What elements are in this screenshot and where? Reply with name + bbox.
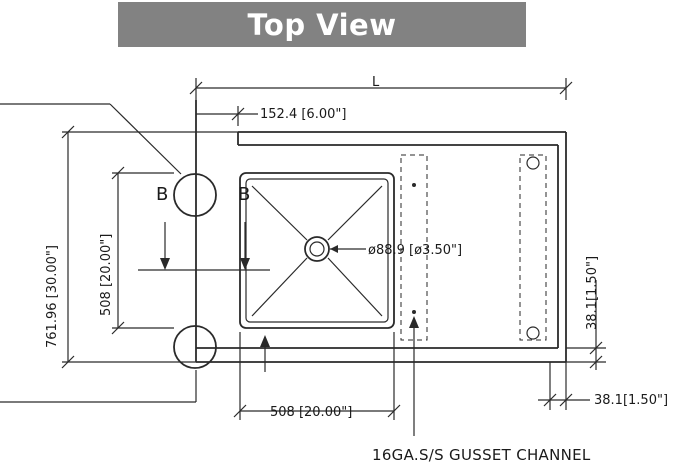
drain-label: ø88.9 [ø3.50"] [368,243,462,258]
rim-height-label: 38.1[1.50"] [585,256,600,330]
section-circles [0,103,217,403]
overall-depth-label: 761.96 [30.00"] [45,245,60,348]
gusset-channel-left [400,154,428,341]
bowl-width-dimension [233,332,401,420]
title-banner: Top View [118,2,526,47]
section-arrows [138,222,270,271]
backsplash-label: 152.4 [6.00"] [260,107,346,122]
gusset-leader [409,316,419,436]
rim-width-label: 38.1[1.50"] [594,393,668,408]
section-marker-right: B [238,184,250,205]
bowl-depth-dimension [111,166,174,335]
backsplash-dimension [196,106,258,126]
bowl-depth-label: 508 [20.00"] [99,234,114,316]
drain [304,236,366,262]
rim-width-dimension [538,362,590,410]
sink-bowl [239,172,395,329]
banner-title: Top View [247,7,397,42]
section-marker-left: B [156,184,168,205]
gusset-callout: 16GA.S/S GUSSET CHANNEL [372,446,591,464]
length-label: L [372,75,380,90]
gusset-channel-right [519,154,547,341]
rim-height-dimension [566,280,606,370]
length-dimension [189,78,573,100]
bowl-width-label: 508 [20.00"] [270,405,352,420]
table-outline [195,100,567,363]
overall-depth-dimension [61,125,238,369]
